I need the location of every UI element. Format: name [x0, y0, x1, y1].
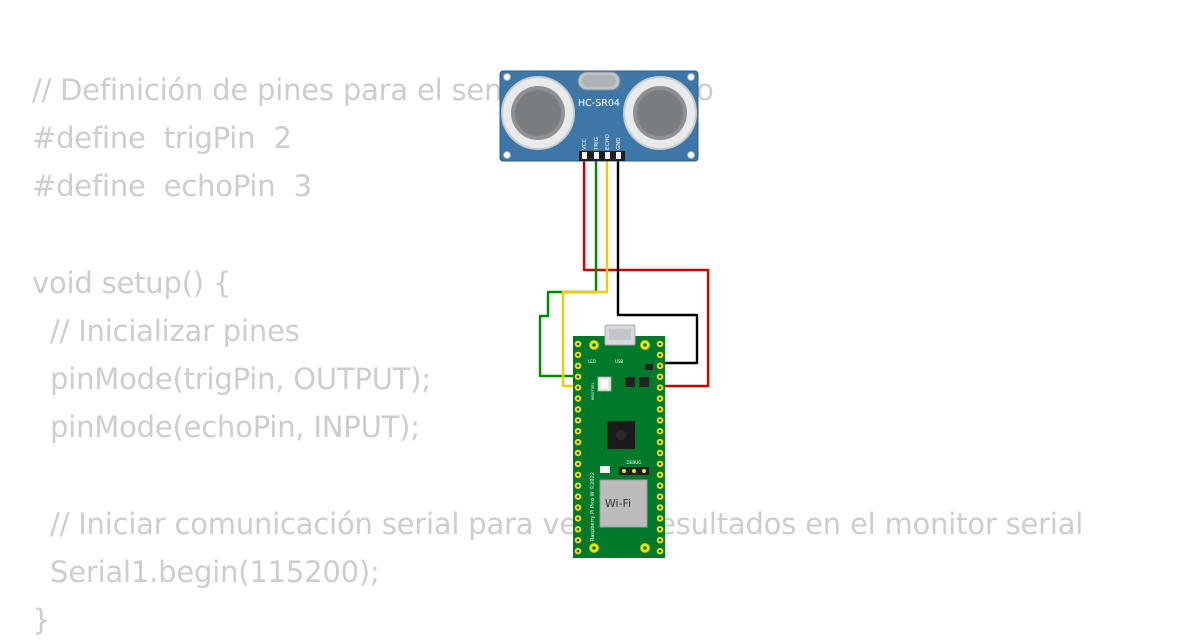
- pin-label-vcc: VCC: [582, 138, 588, 150]
- pico-pin-hole: [576, 386, 580, 389]
- sensor-model-label: HC-SR04: [578, 98, 620, 109]
- wire-gnd[interactable]: [616, 160, 699, 365]
- pico-pin-hole: [576, 429, 580, 433]
- raspberry-pi-pico-w[interactable]: USB LED BOOTSEL: [573, 324, 665, 558]
- pico-pin-hole: [576, 353, 580, 357]
- pin-label-gnd: GND: [616, 137, 622, 150]
- pico-pin-hole: [658, 473, 662, 477]
- wire-trig[interactable]: [538, 160, 598, 378]
- led-label: LED: [588, 359, 596, 364]
- rp2040-chip-icon: [607, 421, 635, 449]
- pico-pin-hole: [576, 549, 580, 553]
- pico-pin-hole: [658, 429, 662, 433]
- code-line: }: [32, 603, 51, 638]
- sensor-header: [579, 151, 625, 161]
- code-line: pinMode(trigPin, OUTPUT);: [32, 362, 431, 397]
- wifi-label: Wi-Fi: [605, 497, 631, 510]
- pico-pin-hole: [576, 462, 580, 466]
- pico-pin-hole: [576, 419, 580, 422]
- pico-pin-hole: [658, 495, 662, 498]
- pico-pin-hole: [576, 528, 580, 531]
- pico-pin-hole: [576, 451, 580, 455]
- code-line: #define echoPin 3: [32, 169, 312, 204]
- pico-pin-hole: [576, 538, 580, 542]
- code-listing: // Definición de pines para el sensor ul…: [32, 66, 1083, 644]
- pico-pin-hole: [576, 506, 580, 509]
- pico-pin-hole: [658, 440, 662, 444]
- pico-pin-hole: [576, 397, 580, 400]
- pico-pin-hole: [576, 375, 580, 379]
- code-line: // Inicializar pines: [32, 313, 300, 348]
- pico-pin-hole: [576, 495, 580, 498]
- bootsel-label: BOOTSEL: [590, 381, 595, 400]
- pin-label-trig: TRIG: [594, 137, 600, 151]
- pin-label-echo: ECHO: [605, 134, 611, 150]
- code-line: Serial1.begin(115200);: [32, 554, 380, 589]
- pico-pin-hole: [576, 408, 580, 411]
- board-silkscreen: Raspberry Pi Pico W ©2022: [589, 472, 596, 541]
- code-line: pinMode(echoPin, INPUT);: [32, 410, 420, 445]
- pico-pin-hole: [658, 528, 662, 531]
- pico-pin-hole: [658, 419, 662, 422]
- pico-pin-hole: [658, 386, 662, 389]
- pico-pin-hole: [658, 397, 662, 400]
- wifi-module: Wi-Fi: [599, 479, 648, 528]
- pico-pin-hole: [658, 462, 662, 466]
- pico-pin-hole: [658, 408, 662, 411]
- hc-sr04-sensor[interactable]: HC-SR04 VCC TRIG ECHO GND: [499, 70, 699, 162]
- pico-pin-hole: [576, 440, 580, 444]
- pico-pin-hole: [658, 517, 662, 520]
- debug-header: [619, 467, 649, 475]
- pico-pin-hole: [576, 517, 580, 520]
- transducer-right-icon: [623, 76, 697, 150]
- pico-pin-hole: [658, 353, 662, 357]
- debug-label: DEBUG: [626, 460, 641, 465]
- mounting-holes: [589, 340, 650, 553]
- pico-pin-hole: [658, 451, 662, 455]
- pico-pin-headers: [574, 340, 664, 555]
- pico-pin-hole: [658, 342, 662, 346]
- code-line: void setup() {: [32, 265, 232, 300]
- pico-pin-hole: [576, 342, 580, 346]
- pico-pin-hole: [576, 473, 580, 477]
- wire-echo[interactable]: [561, 160, 609, 388]
- code-line: #define trigPin 2: [32, 121, 292, 156]
- usb-connector-icon: [604, 324, 636, 346]
- circuit-diagram: HC-SR04 VCC TRIG ECHO GND USB LED: [499, 70, 710, 558]
- usb-label: USB: [615, 359, 623, 364]
- pico-pin-hole: [658, 484, 662, 488]
- pico-pin-hole: [658, 375, 662, 379]
- pico-pin-hole: [658, 538, 662, 542]
- pico-pin-hole: [576, 484, 580, 488]
- wire-vcc[interactable]: [582, 160, 710, 388]
- pico-pin-hole: [658, 549, 662, 553]
- transducer-left-icon: [501, 76, 575, 150]
- pico-pin-hole: [658, 364, 662, 368]
- wires: [538, 160, 710, 388]
- bootsel-button[interactable]: [597, 376, 612, 392]
- pico-pin-hole: [658, 506, 662, 509]
- pico-pin-hole: [576, 364, 580, 368]
